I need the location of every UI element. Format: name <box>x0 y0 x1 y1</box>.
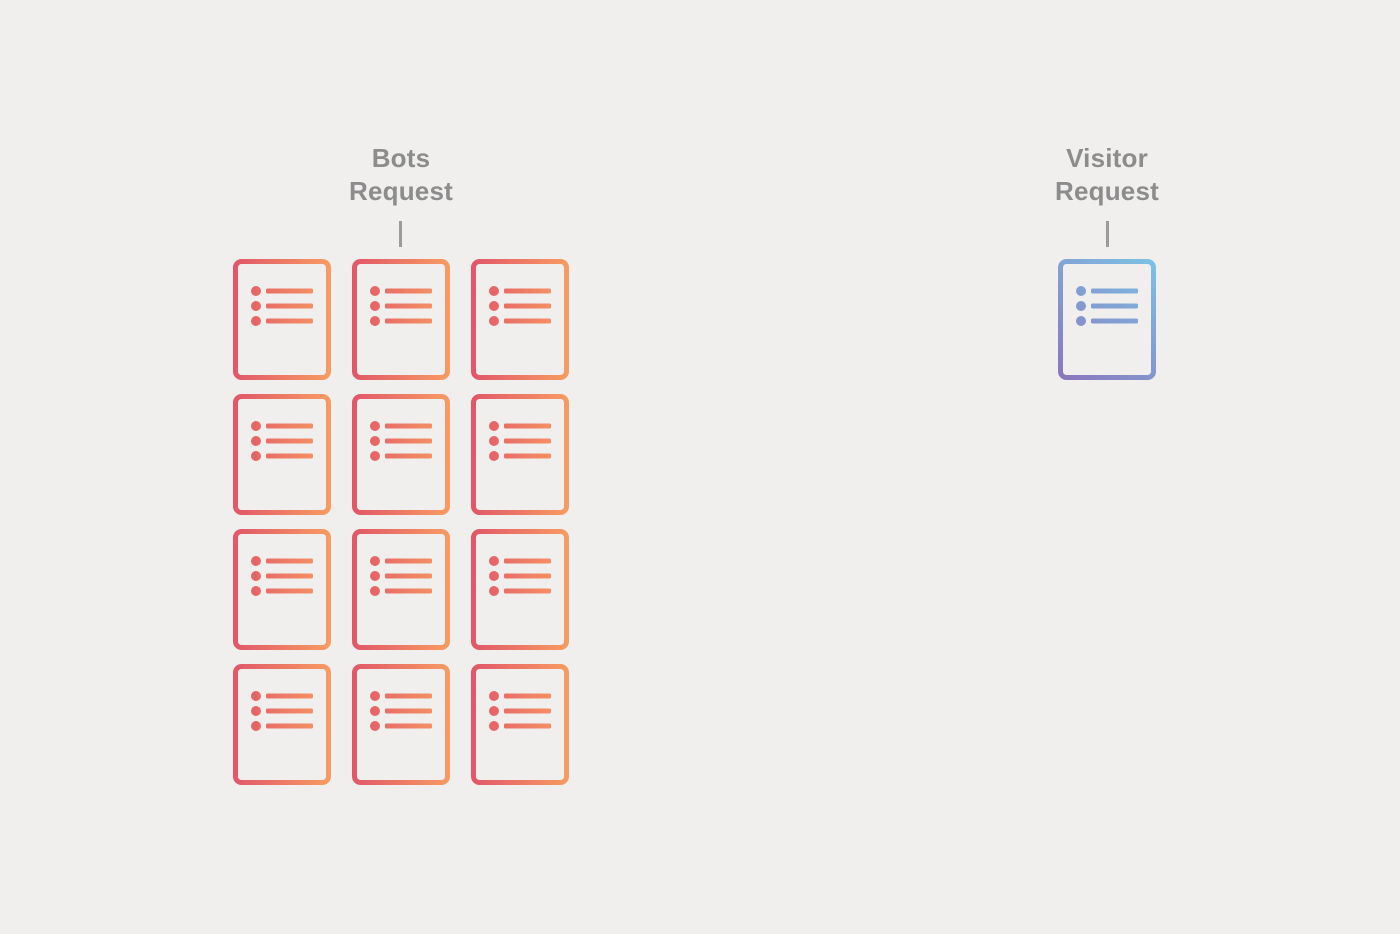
document-list-icon <box>352 529 450 650</box>
bots-label-line2: Request <box>349 176 453 206</box>
document-list-icon <box>352 664 450 785</box>
document-list-icon <box>471 529 569 650</box>
visitor-label-line2: Request <box>1055 176 1159 206</box>
visitor-request-label: Visitor Request <box>997 142 1217 208</box>
document-list-icon <box>471 664 569 785</box>
document-list-icon <box>352 259 450 380</box>
bots-pointer-line <box>399 221 402 247</box>
bots-documents-grid <box>233 259 569 785</box>
visitor-pointer-line <box>1106 221 1109 247</box>
document-list-icon <box>233 529 331 650</box>
bots-request-label: Bots Request <box>291 142 511 208</box>
bots-label-line1: Bots <box>371 143 431 173</box>
visitor-documents-grid <box>1058 259 1156 380</box>
document-list-icon <box>233 664 331 785</box>
document-list-icon <box>233 394 331 515</box>
document-list-icon <box>233 259 331 380</box>
document-list-icon <box>471 394 569 515</box>
document-list-icon <box>1058 259 1156 380</box>
document-list-icon <box>352 394 450 515</box>
visitor-label-line1: Visitor <box>1066 143 1148 173</box>
document-list-icon <box>471 259 569 380</box>
